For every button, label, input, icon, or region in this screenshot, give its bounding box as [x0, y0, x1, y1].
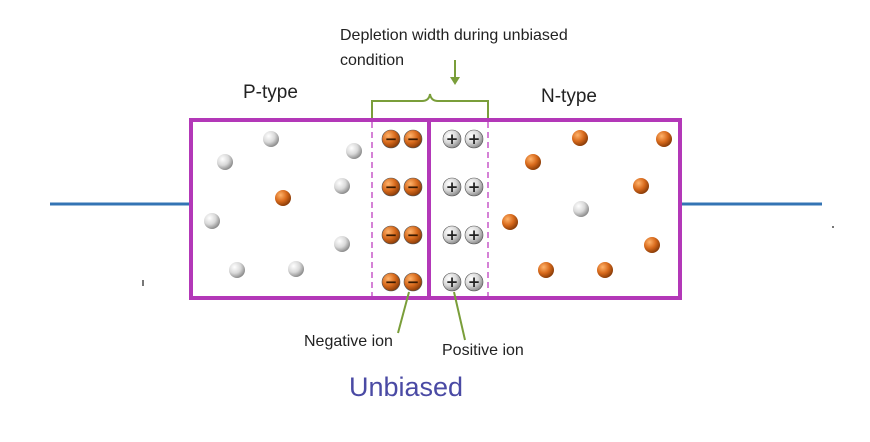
positive-ion-label: Positive ion [442, 342, 524, 359]
hole-carrier-icon [263, 131, 279, 147]
hole-carrier-icon [217, 154, 233, 170]
negative-ion-icon: − [403, 129, 423, 149]
electron-carrier-icon [525, 154, 541, 170]
negative-ion-icon: − [403, 177, 423, 197]
negative-ion-icon: − [381, 129, 401, 149]
negative-ion-icon: − [403, 225, 423, 245]
positive-ion-pointer [453, 291, 466, 341]
negative-ion-symbol: − [385, 226, 398, 244]
electron-carrier-icon [633, 178, 649, 194]
positive-ion-symbol: + [446, 273, 459, 291]
positive-ion-icon: + [442, 177, 462, 197]
negative-ion-symbol: − [407, 273, 420, 291]
positive-ion-icon: + [442, 225, 462, 245]
negative-ion-icon: − [381, 177, 401, 197]
stray-mark-right [832, 226, 834, 228]
positive-ion-symbol: + [446, 226, 459, 244]
positive-ion-icon: + [442, 129, 462, 149]
positive-ion-symbol: + [446, 178, 459, 196]
positive-ion-symbol: + [468, 226, 481, 244]
stray-mark-left [142, 280, 144, 286]
positive-ion-symbol: + [446, 130, 459, 148]
positive-ion-symbol: + [468, 273, 481, 291]
negative-ion-pointer [397, 291, 410, 334]
carriers-layer [204, 130, 672, 278]
electron-carrier-icon [502, 214, 518, 230]
positive-ion-icon: + [464, 225, 484, 245]
negative-ion-symbol: − [385, 273, 398, 291]
negative-ion-icon: − [381, 225, 401, 245]
negative-ion-symbol: − [407, 178, 420, 196]
electron-carrier-icon [572, 130, 588, 146]
negative-ion-icon: − [381, 272, 401, 292]
negative-ion-icon: − [403, 272, 423, 292]
positive-ion-icon: + [464, 129, 484, 149]
hole-carrier-icon [334, 178, 350, 194]
depletion-label-line2: condition [340, 52, 405, 69]
hole-carrier-icon [346, 143, 362, 159]
electron-carrier-icon [538, 262, 554, 278]
negative-ion-label: Negative ion [304, 333, 393, 350]
depletion-arrowhead [450, 77, 460, 85]
negative-ion-symbol: − [385, 178, 398, 196]
electron-carrier-icon [644, 237, 660, 253]
p-type-label: P-type [243, 82, 298, 103]
hole-carrier-icon [573, 201, 589, 217]
negative-ion-symbol: − [407, 226, 420, 244]
hole-carrier-icon [288, 261, 304, 277]
ions-layer: −−++−−++−−++−−++ [381, 129, 484, 292]
hole-carrier-icon [204, 213, 220, 229]
depletion-bracket [371, 93, 489, 118]
negative-ion-symbol: − [407, 130, 420, 148]
junction-body [189, 118, 682, 300]
positive-ion-icon: + [464, 272, 484, 292]
positive-ion-icon: + [464, 177, 484, 197]
positive-ion-symbol: + [468, 130, 481, 148]
positive-ion-symbol: + [468, 178, 481, 196]
hole-carrier-icon [334, 236, 350, 252]
electron-carrier-icon [275, 190, 291, 206]
positive-ion-icon: + [442, 272, 462, 292]
electron-carrier-icon [597, 262, 613, 278]
n-type-label: N-type [541, 86, 597, 107]
hole-carrier-icon [229, 262, 245, 278]
depletion-label-line1: Depletion width during unbiased [340, 27, 568, 44]
electron-carrier-icon [656, 131, 672, 147]
negative-ion-symbol: − [385, 130, 398, 148]
diagram-title: Unbiased [349, 372, 464, 402]
